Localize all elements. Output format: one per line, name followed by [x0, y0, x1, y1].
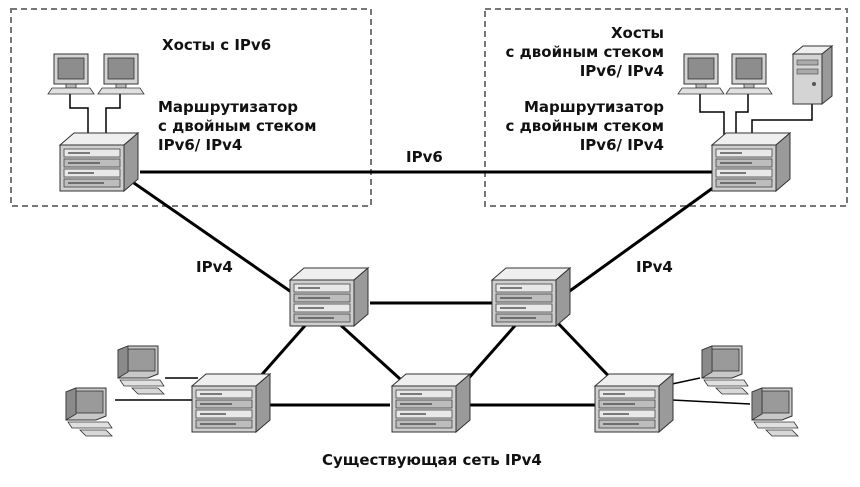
ipv4-host-br-2-computer-icon: [751, 387, 799, 437]
right-site-boundary: [484, 8, 848, 207]
right-host-1-computer-icon: [677, 53, 725, 95]
left-hosts-label: Хосты с IPv6: [162, 36, 272, 54]
network-links: [117, 170, 736, 407]
left-ipv6-host-1-computer-icon: [47, 53, 95, 95]
edge-router-center-icon: [391, 373, 471, 433]
ipv4-left-link-label: IPv4: [196, 258, 233, 276]
edge-router-right-icon: [594, 373, 674, 433]
core-router-left-icon: [289, 267, 369, 327]
link-core-left-to-center: [333, 318, 412, 390]
right-hosts-label-line-2: с двойным стеком: [505, 43, 664, 61]
wire-br-host-2: [671, 399, 751, 405]
right-dual-stack-router-icon: [711, 132, 791, 192]
right-router-label: Маршрутизатор с двойным стеком IPv6/ IPv…: [478, 98, 664, 155]
left-ipv6-host-2-computer-icon: [97, 53, 145, 95]
left-site-boundary: [10, 8, 372, 207]
ipv4-host-br-1-computer-icon: [701, 345, 749, 395]
right-hosts-label-line-3: IPv6/ IPv4: [579, 62, 664, 80]
host-wires: [69, 92, 813, 405]
ipv4-host-bl-2-computer-icon: [65, 387, 113, 437]
right-router-label-line-1: Маршрутизатор: [523, 98, 664, 116]
wire-right-server: [751, 100, 813, 140]
ipv4-network-caption: Существующая сеть IPv4: [322, 451, 542, 469]
ipv4-host-bl-1-computer-icon: [117, 345, 165, 395]
ipv4-right-link-label: IPv4: [636, 258, 673, 276]
left-dual-stack-router-icon: [59, 132, 139, 192]
right-host-2-computer-icon: [725, 53, 773, 95]
wire-br-host-1: [671, 377, 701, 385]
ipv6-link-label: IPv6: [406, 148, 443, 166]
wire-right-host-2: [735, 92, 749, 138]
right-hosts-label-line-1: Хосты: [610, 24, 664, 42]
wire-left-host-1: [69, 92, 89, 135]
left-router-label-line-3: IPv6/ IPv4: [158, 136, 243, 154]
left-router-label-line-2: с двойным стеком: [158, 117, 317, 135]
left-router-label: Маршрутизатор с двойным стеком IPv6/ IPv…: [158, 98, 316, 155]
left-router-label-line-1: Маршрутизатор: [158, 98, 299, 116]
right-hosts-label: Хосты с двойным стеком IPv6/ IPv4: [478, 24, 664, 81]
right-router-label-line-2: с двойным стеком: [505, 117, 664, 135]
wire-right-host-1: [699, 92, 725, 138]
core-router-right-icon: [491, 267, 571, 327]
right-router-label-line-3: IPv6/ IPv4: [579, 136, 664, 154]
edge-router-left-icon: [191, 373, 271, 433]
wire-left-host-2: [105, 92, 121, 135]
link-right-router-to-core-right: [559, 170, 736, 300]
link-left-router-to-core-left: [117, 170, 301, 300]
right-host-server-tower-icon: [791, 44, 834, 106]
